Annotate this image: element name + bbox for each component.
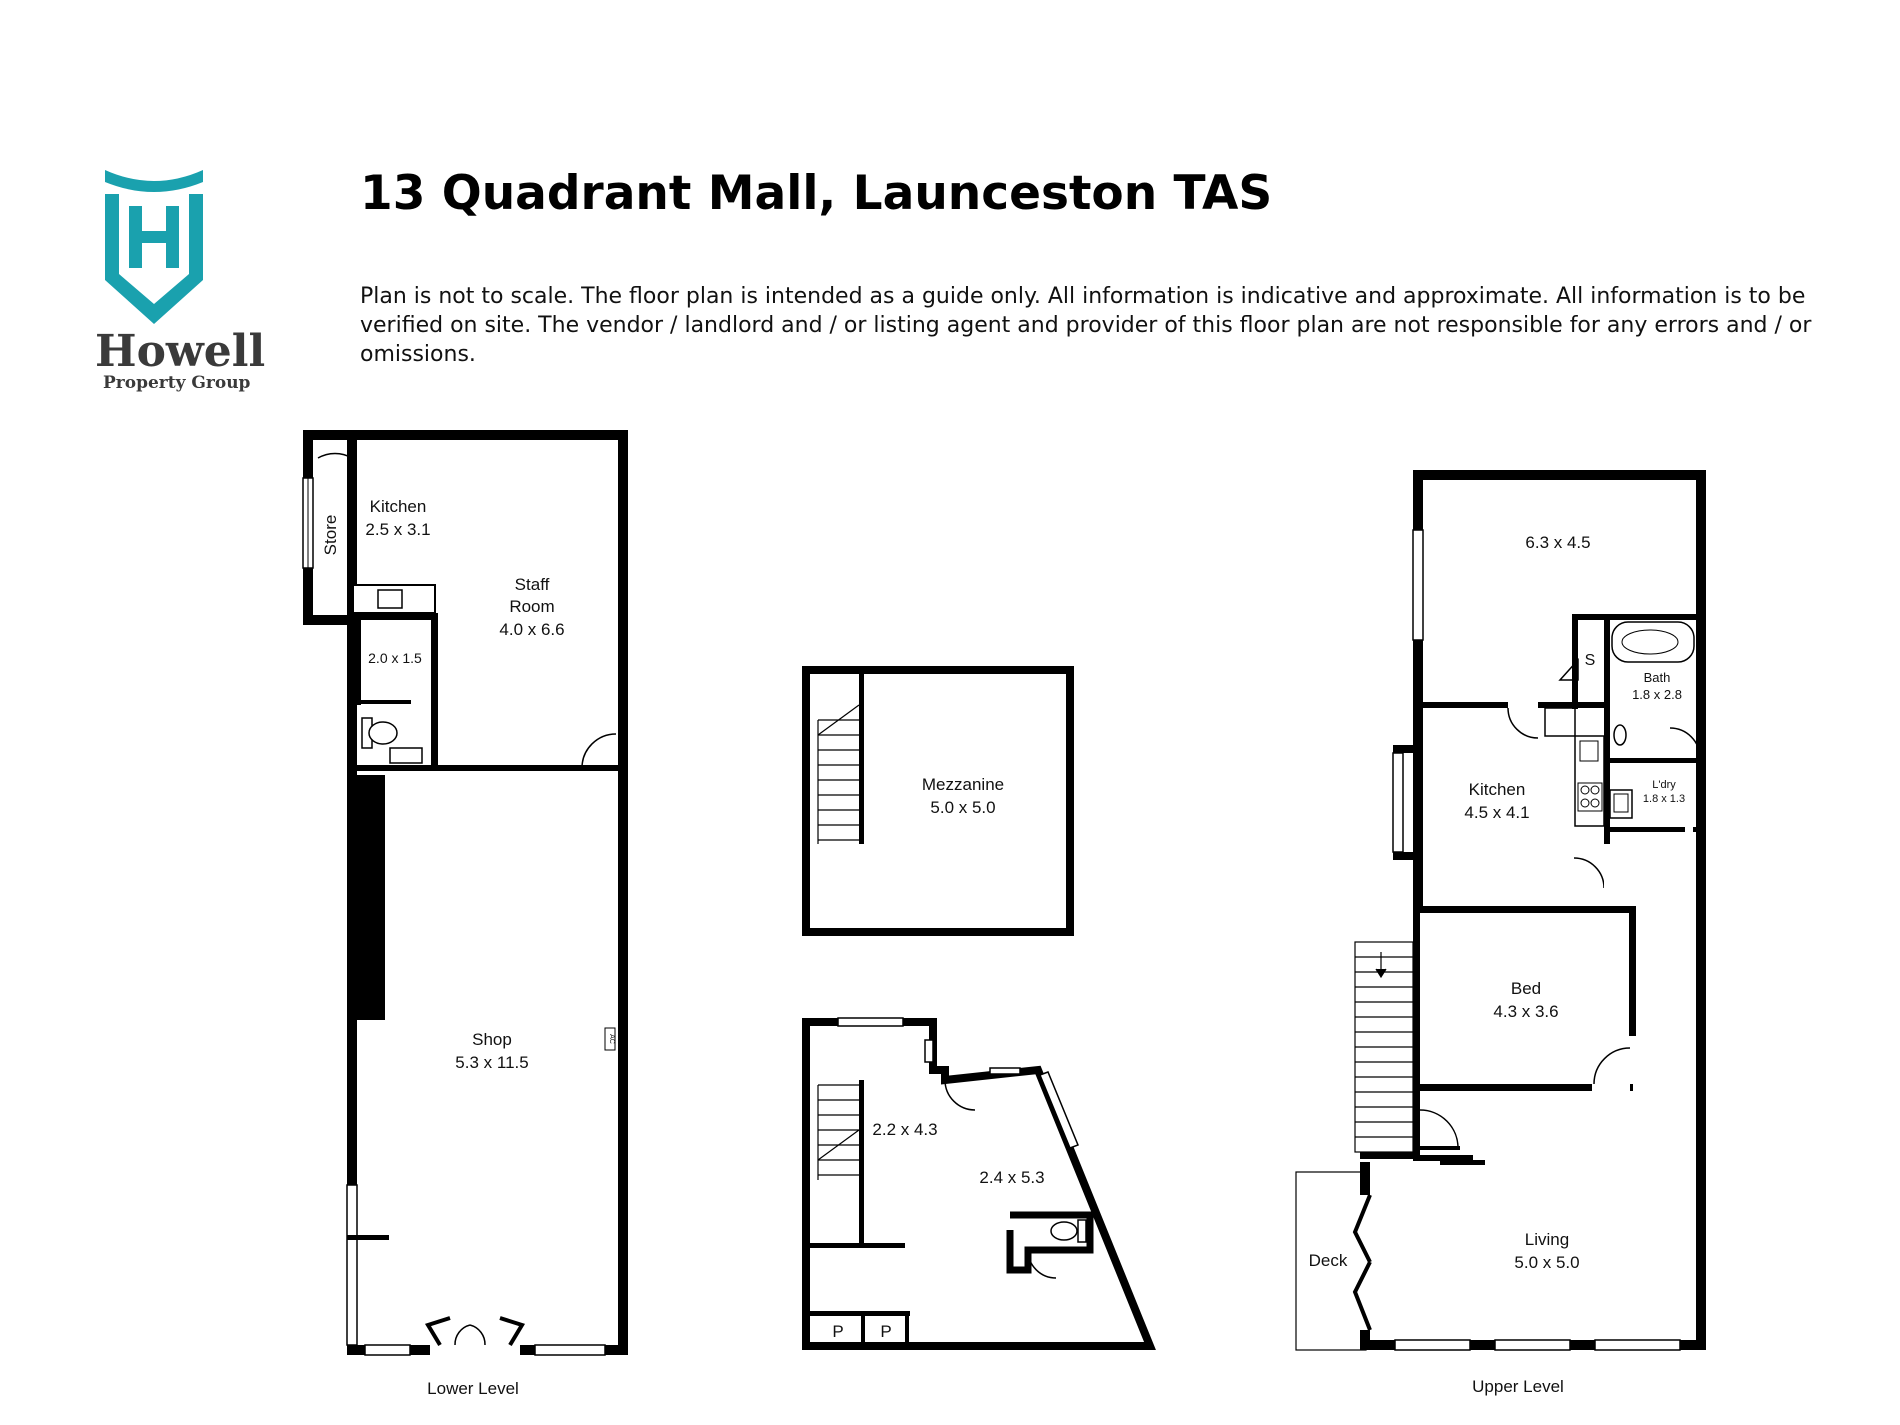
bed-name: Bed bbox=[1511, 979, 1541, 998]
mezzanine-plan: Mezzanine 5.0 x 5.0 bbox=[802, 666, 1074, 936]
parking-1: P bbox=[832, 1322, 843, 1341]
brand-name: Howell bbox=[95, 326, 266, 377]
upper-kitchen-name: Kitchen bbox=[1469, 780, 1526, 799]
mezzanine-name: Mezzanine bbox=[922, 775, 1004, 794]
disclaimer-text: Plan is not to scale. The floor plan is … bbox=[360, 284, 1812, 367]
room-b-size: 2.4 x 5.3 bbox=[979, 1168, 1044, 1187]
wc-size: 2.0 x 1.5 bbox=[368, 650, 422, 666]
shop-name: Shop bbox=[472, 1030, 512, 1049]
mezzanine-size: 5.0 x 5.0 bbox=[930, 798, 995, 817]
shield-h-logo-icon bbox=[105, 170, 203, 324]
room-a-size: 2.2 x 4.3 bbox=[872, 1120, 937, 1139]
lower-kitchen-size: 2.5 x 3.1 bbox=[365, 520, 430, 539]
laundry-name: L'dry bbox=[1652, 779, 1676, 791]
lower-kitchen-name: Kitchen bbox=[370, 497, 427, 516]
parking-2: P bbox=[880, 1322, 891, 1341]
lower-level-caption: Lower Level bbox=[427, 1379, 519, 1398]
shower-name: S bbox=[1585, 652, 1596, 669]
upper-level-caption: Upper Level bbox=[1472, 1377, 1564, 1396]
staff-room-size: 4.0 x 6.6 bbox=[499, 620, 564, 639]
laundry-size: 1.8 x 1.3 bbox=[1643, 793, 1685, 805]
brand-logo: Howell Property Group bbox=[95, 168, 285, 398]
ac-label: AC bbox=[608, 1034, 615, 1044]
deck-name: Deck bbox=[1309, 1251, 1348, 1270]
bed-size: 4.3 x 3.6 bbox=[1493, 1002, 1558, 1021]
page-title: 13 Quadrant Mall, Launceston TAS bbox=[360, 166, 1273, 221]
staff-room-name-2: Room bbox=[509, 597, 554, 616]
staff-room-name-1: Staff bbox=[515, 575, 550, 594]
bath-size: 1.8 x 2.8 bbox=[1632, 687, 1682, 702]
lower-level-plan: AC Kitchen 2.5 x 3.1 Store Staff Room 4.… bbox=[302, 430, 628, 1398]
shop-size: 5.3 x 11.5 bbox=[455, 1053, 528, 1072]
brand-tagline: Property Group bbox=[103, 373, 251, 393]
living-size: 5.0 x 5.0 bbox=[1514, 1253, 1579, 1272]
upper-level-plan: 6.3 x 4.5 S Bath 1.8 x 2.8 Kitchen 4.5 x… bbox=[1295, 470, 1706, 1396]
store-name: Store bbox=[321, 515, 340, 556]
living-name: Living bbox=[1525, 1230, 1569, 1249]
upper-kitchen-size: 4.5 x 4.1 bbox=[1464, 803, 1529, 822]
top-room-size: 6.3 x 4.5 bbox=[1525, 533, 1590, 552]
middle-level-plan: 2.2 x 4.3 2.4 x 5.3 P P bbox=[802, 1017, 1156, 1350]
bath-name: Bath bbox=[1644, 670, 1671, 685]
